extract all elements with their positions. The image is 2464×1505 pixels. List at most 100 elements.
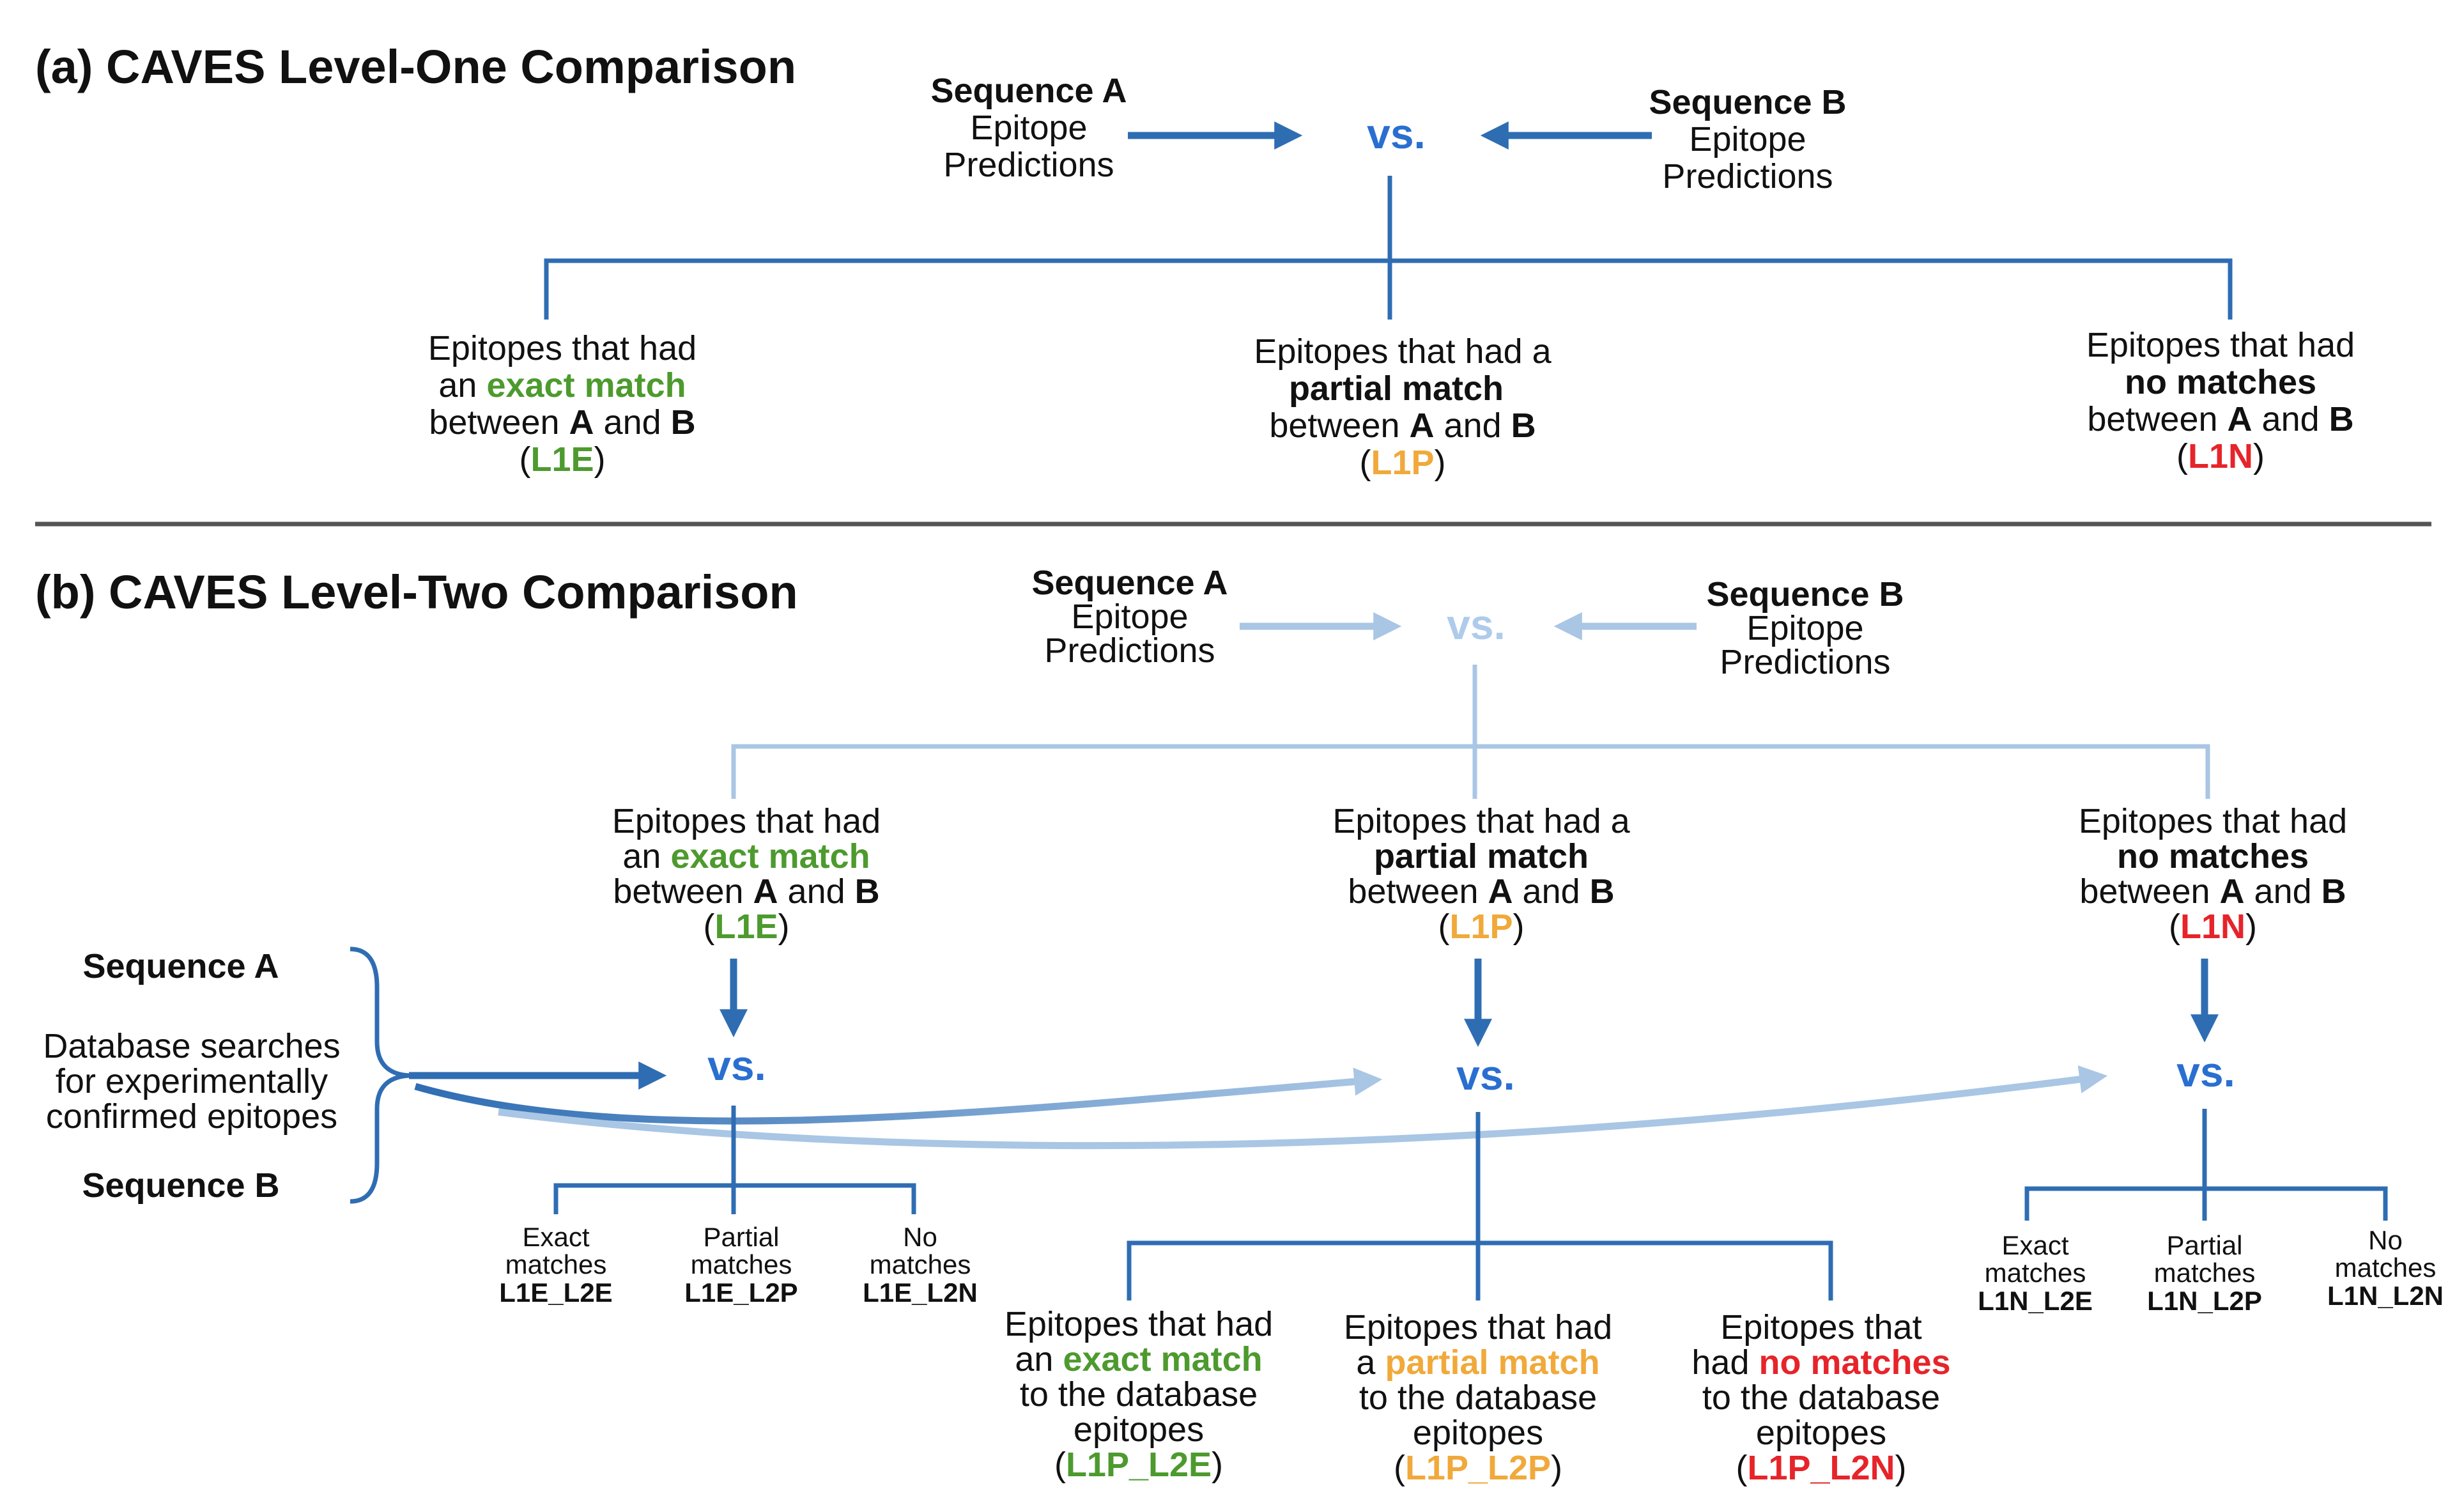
panel-b: (b) CAVES Level-Two Comparison Sequence … — [35, 564, 2444, 1487]
none-line2: no matches — [2117, 837, 2309, 876]
mid-partial-code: (L1P_L2P) — [1394, 1449, 1562, 1487]
exact-code-value: L1E — [714, 907, 778, 946]
mid-none-line2: had no matches — [1691, 1343, 1950, 1382]
db-curly-brace — [350, 946, 410, 1204]
faded-sequence-a-name: Sequence A — [1031, 564, 1228, 602]
left-l2-branch-lines — [553, 1106, 916, 1214]
l2-exact-line1: Exact — [2001, 1230, 2068, 1260]
a-letter: A — [1410, 406, 1435, 445]
none-line1: Epitopes that had — [2086, 326, 2355, 364]
db-line1: Database searches — [43, 1027, 340, 1065]
l2-none-code: L1N_L2N — [2327, 1281, 2444, 1311]
mid-none-line1: Epitopes that — [1720, 1308, 1921, 1347]
sequence-b-name: Sequence B — [1649, 83, 1846, 121]
faded-vs-label: vs. — [1447, 601, 1505, 648]
a-letter: A — [2220, 872, 2245, 911]
panel-a-sequence-a-label: Sequence A Epitope Predictions — [930, 72, 1127, 184]
left-l2-exact: Exact matches L1E_L2E — [499, 1222, 612, 1308]
exact-code: (L1E) — [703, 907, 789, 946]
a-letter: A — [569, 403, 594, 442]
middle-l2-exact: Epitopes that had an exact match to the … — [1005, 1305, 1273, 1484]
mid-partial-highlight: partial match — [1385, 1343, 1599, 1382]
a-letter: A — [2228, 400, 2252, 438]
faded-branch-lines — [731, 665, 2210, 799]
panel-a-sequence-b-label: Sequence B Epitope Predictions — [1649, 83, 1846, 196]
faded-sequence-a-line2: Epitope — [1071, 598, 1188, 636]
db-description: Database searches for experimentally con… — [43, 1027, 340, 1136]
l2-partial-line1: Partial — [703, 1222, 779, 1252]
l2-partial-line2: matches — [2154, 1258, 2256, 1288]
partial-code: (L1P) — [1359, 444, 1445, 482]
exact-highlight: exact match — [486, 366, 686, 405]
partial-line3: between A and B — [1348, 872, 1614, 911]
panel-b-sequence-a-label: Sequence A Epitope Predictions — [1031, 564, 1228, 670]
right-l2-exact: Exact matches L1N_L2E — [1978, 1230, 2093, 1316]
b-letter: B — [2322, 872, 2346, 911]
panel-a-exact-node: Epitopes that had an exact match between… — [428, 329, 697, 479]
b-letter: B — [2329, 400, 2354, 438]
panel-b-title: (b) CAVES Level-Two Comparison — [35, 566, 798, 619]
l2-none-code: L1E_L2N — [863, 1277, 978, 1308]
mid-partial-line4: epitopes — [1413, 1414, 1543, 1452]
faded-sequence-b-name: Sequence B — [1706, 575, 1904, 614]
l2-exact-code: L1E_L2E — [499, 1277, 612, 1308]
mid-partial-line3: to the database — [1359, 1378, 1597, 1417]
mid-exact-line1: Epitopes that had — [1005, 1305, 1273, 1343]
faded-sequence-a-line3: Predictions — [1044, 631, 1215, 670]
partial-line1: Epitopes that had a — [1254, 332, 1552, 371]
sequence-b-line2: Epitope — [1689, 120, 1806, 158]
right-l2-none: No matches L1N_L2N — [2327, 1225, 2444, 1311]
none-line3: between A and B — [2087, 400, 2353, 438]
faded-sequence-b-line2: Epitope — [1746, 609, 1863, 647]
between-text: between — [1348, 872, 1488, 911]
db-sequence-b: Sequence B — [82, 1166, 279, 1205]
partial-line2: partial match — [1374, 837, 1589, 876]
vs-label-left: vs. — [707, 1042, 766, 1089]
between-text: between — [2079, 872, 2219, 911]
none-code-value: L1N — [2188, 437, 2253, 475]
mid-partial-code-value: L1P_L2P — [1405, 1449, 1551, 1487]
none-line3: between A and B — [2079, 872, 2346, 911]
l2-exact-line2: matches — [1985, 1258, 2086, 1288]
sequence-a-line2: Epitope — [970, 109, 1087, 147]
panel-a-none-node: Epitopes that had no matches between A a… — [2086, 326, 2355, 475]
and-text: and — [1513, 872, 1590, 911]
partial-code: (L1P) — [1438, 907, 1524, 946]
sequence-a-name: Sequence A — [930, 72, 1127, 110]
exact-line3: between A and B — [429, 403, 695, 442]
left-l2-none: No matches L1E_L2N — [863, 1222, 978, 1308]
panel-a-vs-label: vs. — [1367, 110, 1426, 157]
l2-none-line1: No — [2368, 1225, 2403, 1255]
database-search-block: Sequence A Database searches for experim… — [43, 946, 2108, 1205]
panel-a-title: (a) CAVES Level-One Comparison — [35, 40, 796, 93]
l2-partial-line1: Partial — [2166, 1230, 2242, 1260]
panel-a-partial-node: Epitopes that had a partial match betwee… — [1254, 332, 1552, 482]
panel-a: (a) CAVES Level-One Comparison Sequence … — [35, 40, 2355, 482]
exact-code-value: L1E — [530, 440, 594, 479]
vs-label-middle: vs. — [1456, 1051, 1515, 1099]
mid-exact-line3: to the database — [1020, 1375, 1258, 1414]
none-code-value: L1N — [2180, 907, 2245, 946]
between-text: between — [613, 872, 753, 911]
l2-exact-line1: Exact — [522, 1222, 589, 1252]
none-code: (L1N) — [2169, 907, 2257, 946]
right-l2-partial: Partial matches L1N_L2P — [2147, 1230, 2262, 1316]
db-curve-to-middle-vs — [414, 1067, 1383, 1125]
between-text: between — [2087, 400, 2227, 438]
exact-line2: an exact match — [622, 837, 870, 876]
panel-a-branch-lines — [544, 176, 2233, 320]
db-sequence-a: Sequence A — [82, 947, 279, 985]
mid-partial-line1: Epitopes that had — [1344, 1308, 1612, 1347]
mid-partial-prefix: a — [1356, 1343, 1385, 1382]
panel-b-none-node: Epitopes that had no matches between A a… — [2079, 802, 2347, 946]
exact-line1: Epitopes that had — [612, 802, 881, 840]
mid-none-prefix: had — [1691, 1343, 1759, 1382]
l2-partial-line2: matches — [691, 1249, 792, 1279]
l2-exact-code: L1N_L2E — [1978, 1286, 2093, 1316]
middle-l2-branch-lines — [1127, 1112, 1833, 1300]
l2-partial-code: L1E_L2P — [684, 1277, 797, 1308]
none-line2: no matches — [2125, 363, 2316, 401]
l2-none-line1: No — [903, 1222, 937, 1252]
middle-l2-partial: Epitopes that had a partial match to the… — [1344, 1308, 1612, 1487]
and-text: and — [2245, 872, 2322, 911]
